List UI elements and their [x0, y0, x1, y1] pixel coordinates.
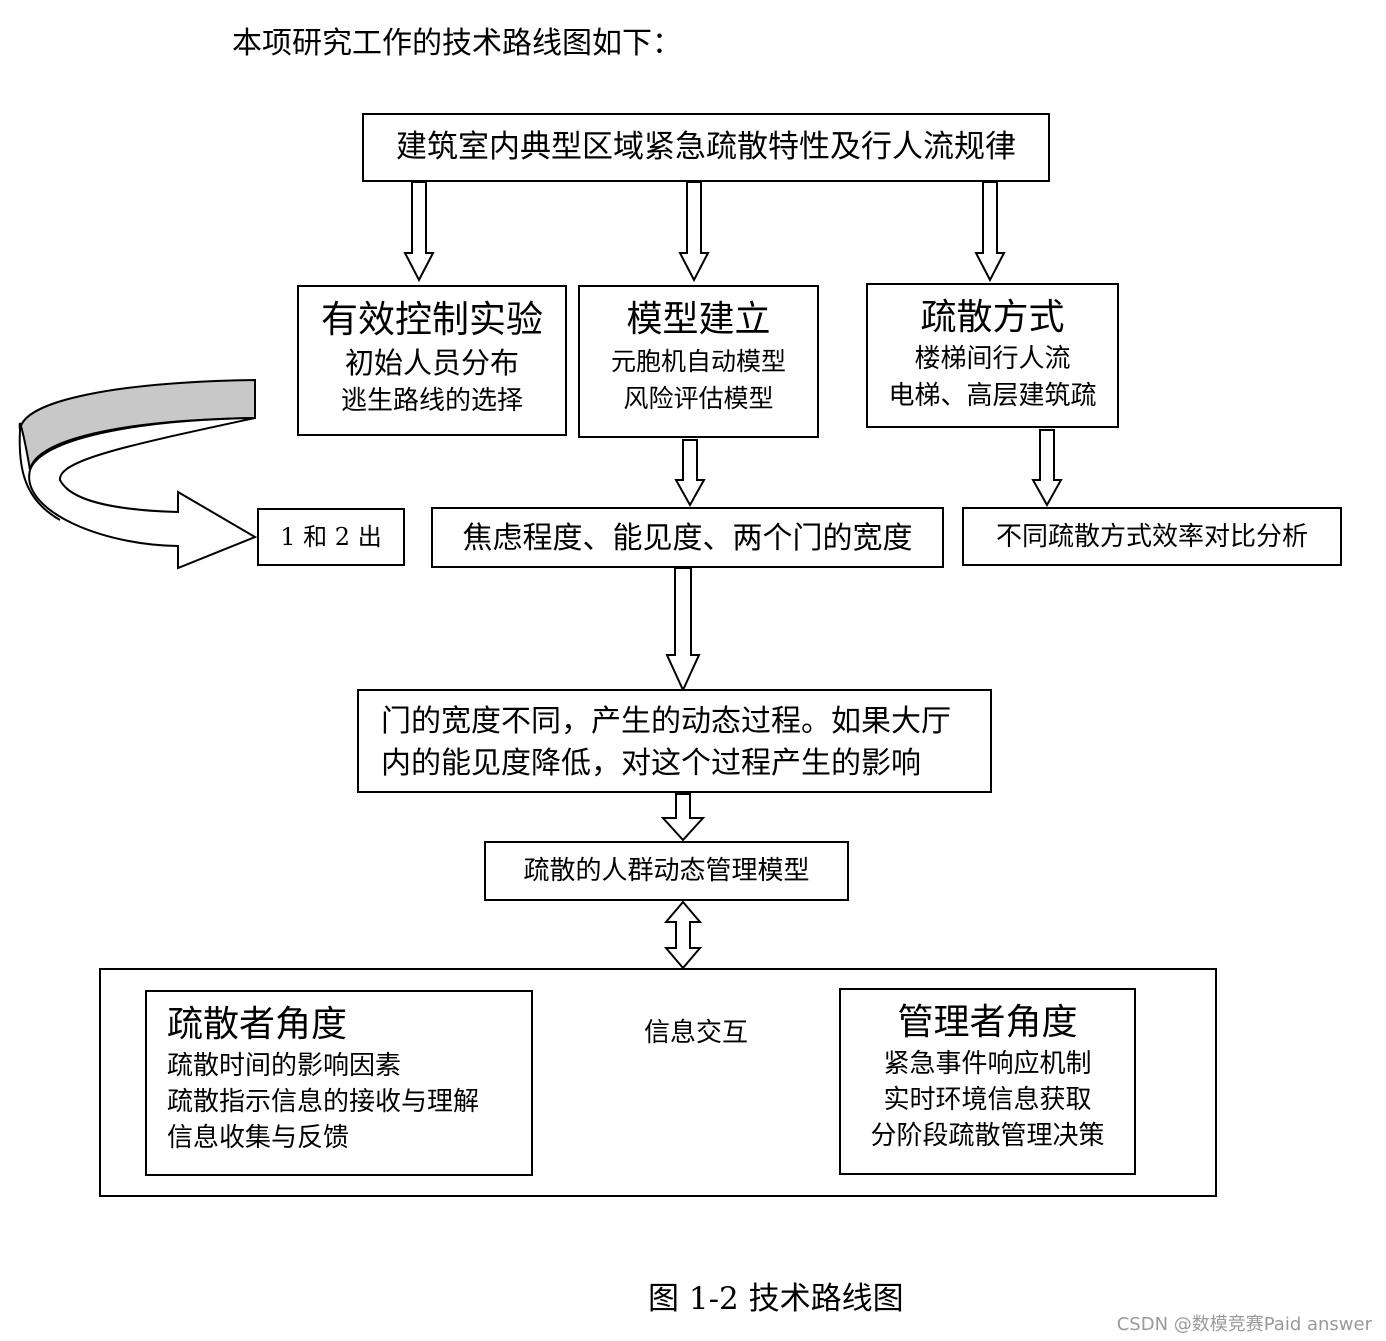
arrow-down-factors-process — [665, 567, 701, 693]
process-line-1: 门的宽度不同，产生的动态过程。如果大厅 — [381, 704, 951, 739]
arrow-down-right-compare — [1031, 429, 1063, 508]
branch-mid-line-1: 元胞机自动模型 — [610, 347, 786, 376]
branch-right-line-1: 楼梯间行人流 — [914, 344, 1071, 374]
curved-arrow-body — [28, 417, 258, 570]
factors-box-text: 焦虑程度、能见度、两个门的宽度 — [462, 521, 913, 556]
process-line-2: 内的能见度降低，对这个过程产生的影响 — [381, 746, 921, 781]
exit-box-text: 1 和 2 出 — [280, 523, 382, 551]
branch-mid-line-2: 风险评估模型 — [623, 384, 774, 413]
evacuee-box: 疏散者角度 疏散时间的影响因素 疏散指示信息的接收与理解 信息收集与反馈 — [145, 990, 533, 1176]
top-box: 建筑室内典型区域紧急疏散特性及行人流规律 — [362, 113, 1050, 182]
compare-box-text: 不同疏散方式效率对比分析 — [995, 522, 1308, 552]
evacuee-title: 疏散者角度 — [167, 1004, 348, 1045]
manager-line-3: 分阶段疏散管理决策 — [870, 1121, 1105, 1151]
watermark: CSDN @数模竞赛Paid answer — [1116, 1314, 1372, 1335]
arrow-down-top-mid — [678, 181, 710, 283]
branch-mid-box: 模型建立 元胞机自动模型 风险评估模型 — [578, 285, 819, 438]
branch-left-line-2: 逃生路线的选择 — [340, 386, 523, 416]
manager-line-1: 紧急事件响应机制 — [883, 1049, 1092, 1079]
evacuee-line-3: 信息收集与反馈 — [167, 1123, 350, 1153]
manager-title: 管理者角度 — [897, 1002, 1078, 1043]
branch-left-line-1: 初始人员分布 — [344, 346, 519, 380]
branch-right-box: 疏散方式 楼梯间行人流 电梯、高层建筑疏 — [866, 283, 1119, 428]
branch-left-box: 有效控制实验 初始人员分布 逃生路线的选择 — [297, 285, 567, 436]
branch-right-title: 疏散方式 — [920, 297, 1065, 338]
top-box-text: 建筑室内典型区域紧急疏散特性及行人流规律 — [396, 129, 1016, 165]
branch-left-title: 有效控制实验 — [321, 298, 543, 341]
arrow-double-model-frame — [663, 900, 703, 970]
figure-caption: 图 1-2 技术路线图 — [648, 1281, 904, 1317]
evacuee-line-1: 疏散时间的影响因素 — [167, 1051, 402, 1081]
compare-box: 不同疏散方式效率对比分析 — [962, 507, 1342, 566]
factors-box: 焦虑程度、能见度、两个门的宽度 — [431, 507, 944, 568]
model-box-text: 疏散的人群动态管理模型 — [523, 856, 810, 886]
arrow-down-top-right — [974, 181, 1006, 283]
info-exchange-label: 信息交互 — [644, 1018, 749, 1048]
manager-line-2: 实时环境信息获取 — [883, 1085, 1092, 1115]
arrow-down-process-model — [660, 793, 706, 842]
arrow-down-top-left — [403, 181, 435, 283]
intro-text: 本项研究工作的技术路线图如下： — [232, 26, 682, 61]
branch-right-line-2: 电梯、高层建筑疏 — [888, 381, 1097, 411]
process-box: 门的宽度不同，产生的动态过程。如果大厅 内的能见度降低，对这个过程产生的影响 — [357, 689, 992, 793]
arrow-down-mid-factors — [674, 439, 706, 508]
evacuee-line-2: 疏散指示信息的接收与理解 — [167, 1087, 480, 1117]
model-box: 疏散的人群动态管理模型 — [484, 841, 849, 901]
exit-box: 1 和 2 出 — [257, 508, 405, 566]
manager-box: 管理者角度 紧急事件响应机制 实时环境信息获取 分阶段疏散管理决策 — [839, 988, 1136, 1175]
branch-mid-title: 模型建立 — [626, 299, 771, 340]
